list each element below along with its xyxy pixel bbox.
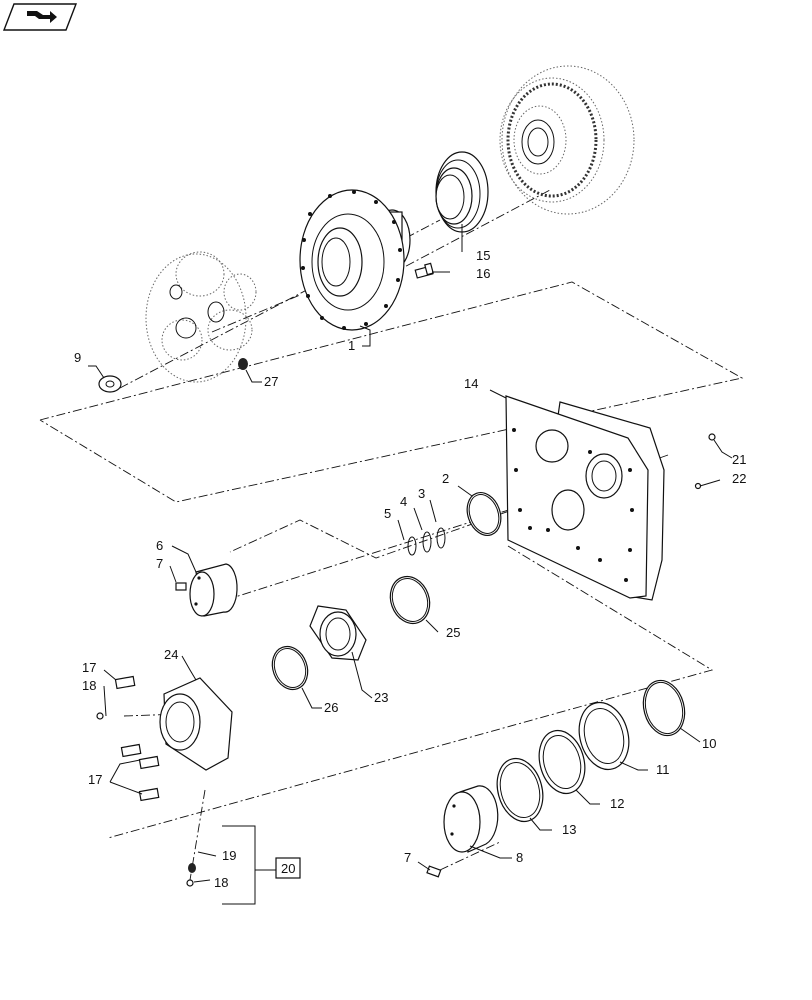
callout-13: 13 <box>562 822 576 837</box>
callout-18-lower: 18 <box>214 875 228 890</box>
kit-bracket <box>222 825 301 905</box>
part-24-housing <box>159 677 233 771</box>
callout-labels: 15 16 1 9 27 14 21 22 2 3 4 5 6 7 25 24 … <box>74 248 746 890</box>
callout-7-upper: 7 <box>156 556 163 571</box>
part-26-o-ring <box>271 645 309 691</box>
callout-1: 1 <box>348 338 355 353</box>
callout-11: 11 <box>656 762 670 777</box>
part-19-fitting <box>188 863 196 873</box>
callout-8: 8 <box>516 850 523 865</box>
callout-21: 21 <box>732 452 746 467</box>
part-12-gasket <box>538 729 586 795</box>
part-13-gasket <box>496 757 544 823</box>
callout-25: 25 <box>446 625 460 640</box>
callout-3: 3 <box>418 486 425 501</box>
callout-18-upper: 18 <box>82 678 96 693</box>
part-21-fitting <box>708 433 716 441</box>
next-page-button[interactable] <box>2 3 78 31</box>
callout-24: 24 <box>164 647 178 662</box>
callout-19: 19 <box>222 848 236 863</box>
part-7-bolt-lower <box>426 865 442 878</box>
callout-27: 27 <box>264 374 278 389</box>
part-11-gasket <box>578 701 630 771</box>
part-7-bolt-upper <box>175 582 187 591</box>
part-6-cover <box>189 563 238 617</box>
callout-22: 22 <box>732 471 746 486</box>
callout-16: 16 <box>476 266 490 281</box>
part-17-bolts <box>114 675 160 802</box>
callout-14: 14 <box>464 376 478 391</box>
part-10-o-ring <box>642 679 686 737</box>
part-5-snap-ring <box>407 536 417 556</box>
part-3-snap-ring <box>436 527 446 549</box>
callout-5: 5 <box>384 506 391 521</box>
callout-6: 6 <box>156 538 163 553</box>
part-22-fitting <box>694 482 702 490</box>
callout-23: 23 <box>374 690 388 705</box>
part-15-seal-ring <box>435 151 489 233</box>
callout-2: 2 <box>442 471 449 486</box>
callout-17-lower: 17 <box>88 772 102 787</box>
part-2-o-ring <box>466 492 502 536</box>
part-4-snap-ring <box>422 531 432 553</box>
callout-17-upper: 17 <box>82 660 96 675</box>
part-16-bolt <box>414 262 434 279</box>
part-18-plug-lower <box>186 879 194 887</box>
part-25-o-ring <box>389 575 431 625</box>
ring-gear-reference <box>499 65 635 215</box>
part-8-end-cover <box>443 785 499 853</box>
part-23-bearing-cage <box>309 605 367 661</box>
part-14-gearbox-housing <box>505 395 665 601</box>
part-9-washer <box>98 375 122 393</box>
leader-lines <box>88 224 733 883</box>
callout-7-lower: 7 <box>404 850 411 865</box>
callout-15: 15 <box>476 248 490 263</box>
callout-12: 12 <box>610 796 624 811</box>
planetary-carrier-reference <box>145 251 257 383</box>
part-1-hub-flange <box>299 189 411 331</box>
next-page-arrow-icon <box>27 11 57 23</box>
callout-4: 4 <box>400 494 407 509</box>
part-27-nut <box>238 358 248 370</box>
callout-26: 26 <box>324 700 338 715</box>
callout-9: 9 <box>74 350 81 365</box>
callout-20: 20 <box>281 861 295 876</box>
part-18-plug-upper <box>96 712 104 720</box>
callout-10: 10 <box>702 736 716 751</box>
